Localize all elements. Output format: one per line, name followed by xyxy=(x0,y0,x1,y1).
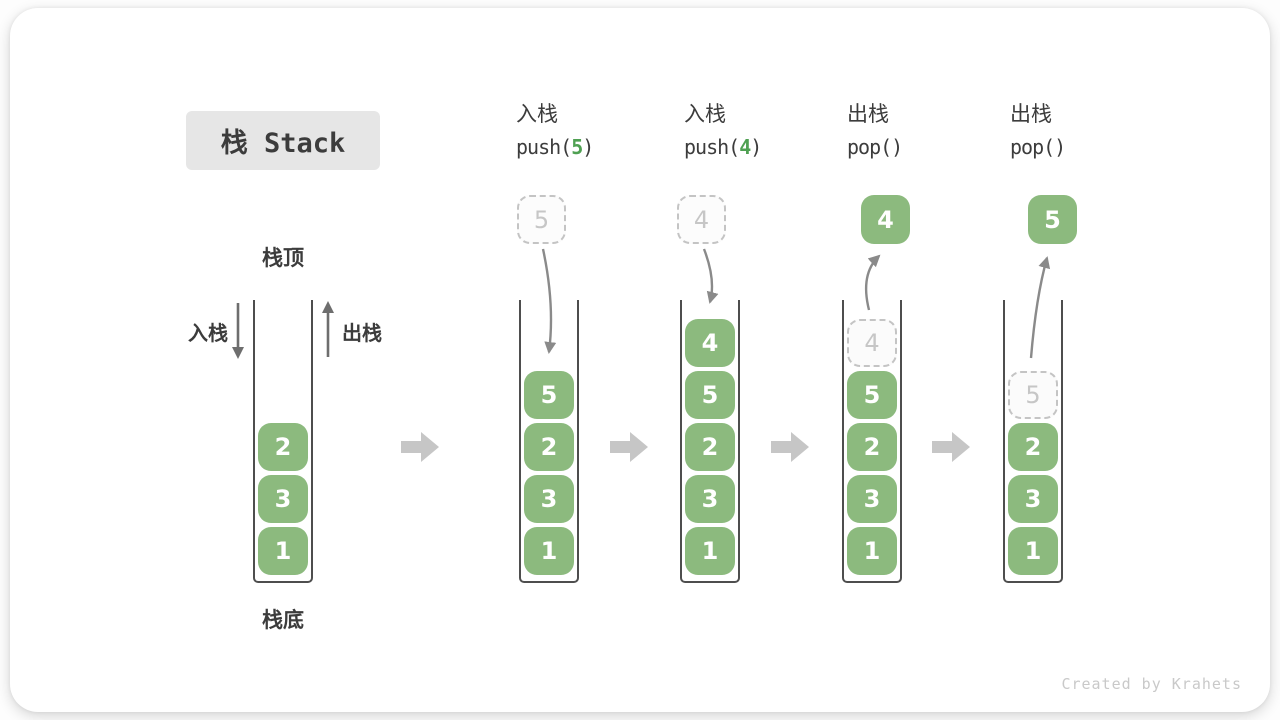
cell-value: 2 xyxy=(540,433,558,461)
popped-value-box: 5 xyxy=(1028,195,1077,244)
stack-cell: 2 xyxy=(685,423,735,471)
stack-cell: 5 xyxy=(847,371,897,419)
stack-container: 2 3 1 xyxy=(253,300,313,583)
stack-cell: 2 xyxy=(524,423,574,471)
cell-value: 2 xyxy=(701,433,719,461)
cell-value: 1 xyxy=(863,537,881,565)
op-code: push(5) xyxy=(516,137,686,157)
cell-value: 2 xyxy=(863,433,881,461)
cell-value: 5 xyxy=(863,381,881,409)
column-header-push-5: 入栈 push(5) xyxy=(516,102,686,158)
stack-cell: 3 xyxy=(847,475,897,523)
pushed-value: 4 xyxy=(693,205,710,234)
pop-side-label: 出栈 xyxy=(342,321,382,345)
stack-cell: 3 xyxy=(1008,475,1058,523)
cell-value: 5 xyxy=(701,381,719,409)
stack-container: 4 5 2 3 1 xyxy=(680,300,740,583)
code-suffix: ) xyxy=(750,135,762,159)
op-label: 出栈 xyxy=(847,102,889,126)
op-label: 入栈 xyxy=(516,102,558,126)
watermark: Created by Krahets xyxy=(1061,675,1242,693)
code-prefix: push( xyxy=(684,135,740,159)
popped-value: 5 xyxy=(1044,205,1061,234)
stack-cell: 1 xyxy=(258,527,308,575)
stack-bottom-label: 栈底 xyxy=(262,608,304,632)
code-prefix: push( xyxy=(516,135,572,159)
stack-cell: 4 xyxy=(685,319,735,367)
stack-cell: 3 xyxy=(258,475,308,523)
op-code: push(4) xyxy=(684,137,854,157)
cell-value: 3 xyxy=(701,485,719,513)
code-suffix: ) xyxy=(582,135,594,159)
stack-cell: 1 xyxy=(685,527,735,575)
cell-value: 1 xyxy=(1024,537,1042,565)
cell-value: 3 xyxy=(863,485,881,513)
push-side-label: 入栈 xyxy=(188,321,228,345)
cell-value: 4 xyxy=(701,329,719,357)
cell-value: 1 xyxy=(274,537,292,565)
cell-value: 4 xyxy=(864,329,880,357)
op-label: 入栈 xyxy=(684,102,726,126)
cell-value: 2 xyxy=(1024,433,1042,461)
code-arg: 4 xyxy=(739,135,751,159)
pushed-value: 5 xyxy=(533,205,550,234)
stack-cell: 2 xyxy=(847,423,897,471)
pushed-value-box: 4 xyxy=(677,195,726,244)
stack-cell: 1 xyxy=(847,527,897,575)
cell-value: 3 xyxy=(1024,485,1042,513)
popped-cell-ghost: 5 xyxy=(1008,371,1058,419)
cell-value: 5 xyxy=(540,381,558,409)
stack-cell: 3 xyxy=(685,475,735,523)
cell-value: 3 xyxy=(274,485,292,513)
title-badge: 栈 Stack xyxy=(186,111,380,170)
stack-top-label: 栈顶 xyxy=(262,246,304,270)
op-code: pop() xyxy=(1010,137,1180,157)
code-prefix: pop() xyxy=(847,135,903,159)
popped-value-box: 4 xyxy=(861,195,910,244)
cell-value: 1 xyxy=(540,537,558,565)
stack-container: 5 2 3 1 xyxy=(519,300,579,583)
stack-container: 4 5 2 3 1 xyxy=(842,300,902,583)
cell-value: 2 xyxy=(274,433,292,461)
pushed-value-box: 5 xyxy=(517,195,566,244)
column-header-push-4: 入栈 push(4) xyxy=(684,102,854,158)
cell-value: 1 xyxy=(701,537,719,565)
popped-value: 4 xyxy=(877,205,894,234)
stack-container: 5 2 3 1 xyxy=(1003,300,1063,583)
code-arg: 5 xyxy=(571,135,583,159)
column-header-pop-5: 出栈 pop() xyxy=(1010,102,1180,158)
stack-cell: 2 xyxy=(258,423,308,471)
popped-cell-ghost: 4 xyxy=(847,319,897,367)
stack-cell: 2 xyxy=(1008,423,1058,471)
title-text: 栈 Stack xyxy=(220,128,346,159)
column-header-pop-4: 出栈 pop() xyxy=(847,102,1017,158)
stack-cell: 5 xyxy=(524,371,574,419)
code-prefix: pop() xyxy=(1010,135,1066,159)
stack-cell: 5 xyxy=(685,371,735,419)
op-label: 出栈 xyxy=(1010,102,1052,126)
stack-cell: 1 xyxy=(524,527,574,575)
op-code: pop() xyxy=(847,137,1017,157)
stack-cell: 3 xyxy=(524,475,574,523)
cell-value: 3 xyxy=(540,485,558,513)
cell-value: 5 xyxy=(1025,381,1041,409)
stack-cell: 1 xyxy=(1008,527,1058,575)
